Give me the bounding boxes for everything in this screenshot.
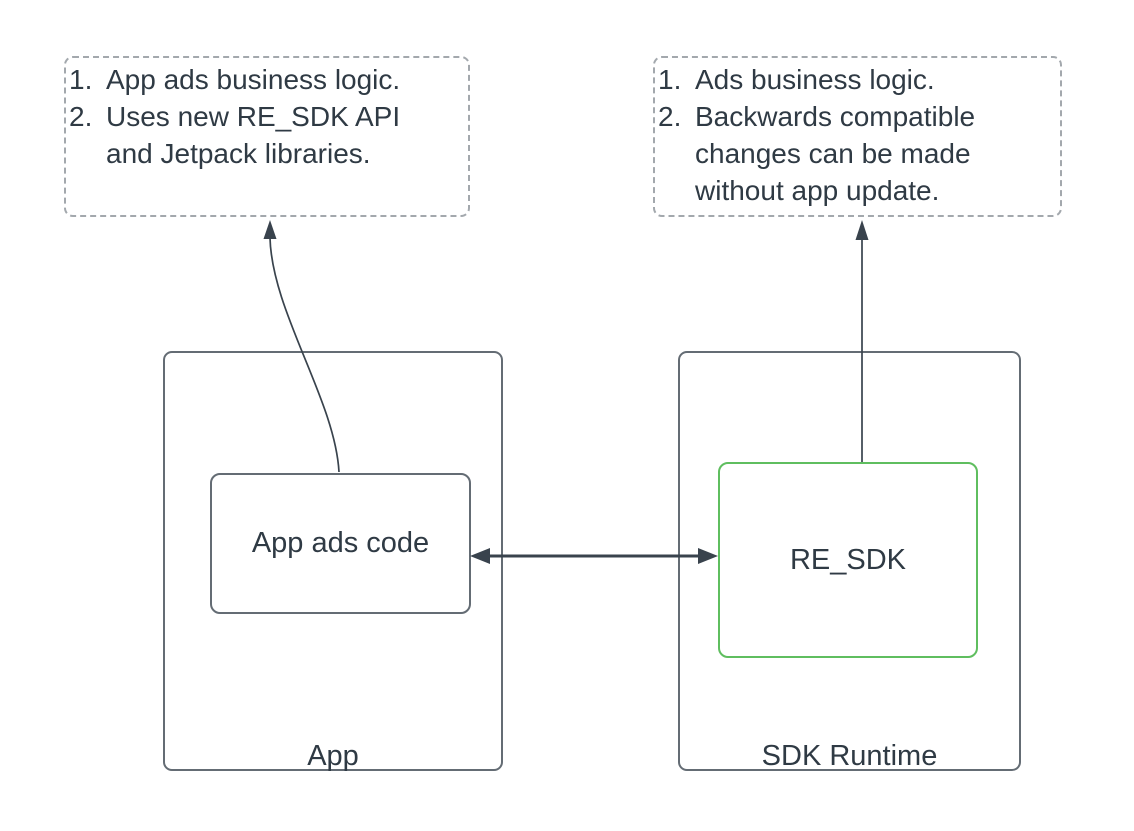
list-text: App ads business logic.	[106, 64, 401, 95]
list-text: Uses new RE_SDK API and Jetpack librarie…	[106, 101, 401, 169]
app-container-label: App	[307, 740, 359, 772]
note-list-item: 2. Backwards compatible changes can be m…	[658, 98, 1057, 209]
list-number: 1.	[69, 64, 93, 95]
note-sdk-logic: 1. Ads business logic. 2. Backwards comp…	[653, 56, 1062, 217]
arrowhead-up-icon	[263, 220, 277, 239]
list-text: Ads business logic.	[695, 64, 935, 95]
list-text: Backwards compatible changes can be made…	[695, 101, 976, 206]
re-sdk-node: RE_SDK	[718, 462, 978, 658]
re-sdk-label: RE_SDK	[789, 543, 907, 576]
note-list-item: 1. App ads business logic.	[69, 61, 465, 98]
sdk-runtime-container-label: SDK Runtime	[761, 740, 938, 772]
arrowhead-up-icon	[855, 220, 869, 240]
list-number: 2.	[69, 101, 93, 132]
note-list-item: 1. Ads business logic.	[658, 61, 1057, 98]
list-number: 2.	[658, 101, 682, 132]
note-list-item: 2. Uses new RE_SDK API and Jetpack libra…	[69, 98, 465, 172]
app-ads-code-label: App ads code	[251, 527, 430, 559]
note-app-ads-logic: 1. App ads business logic. 2. Uses new R…	[64, 56, 470, 217]
app-ads-code-node: App ads code	[210, 473, 471, 614]
list-number: 1.	[658, 64, 682, 95]
